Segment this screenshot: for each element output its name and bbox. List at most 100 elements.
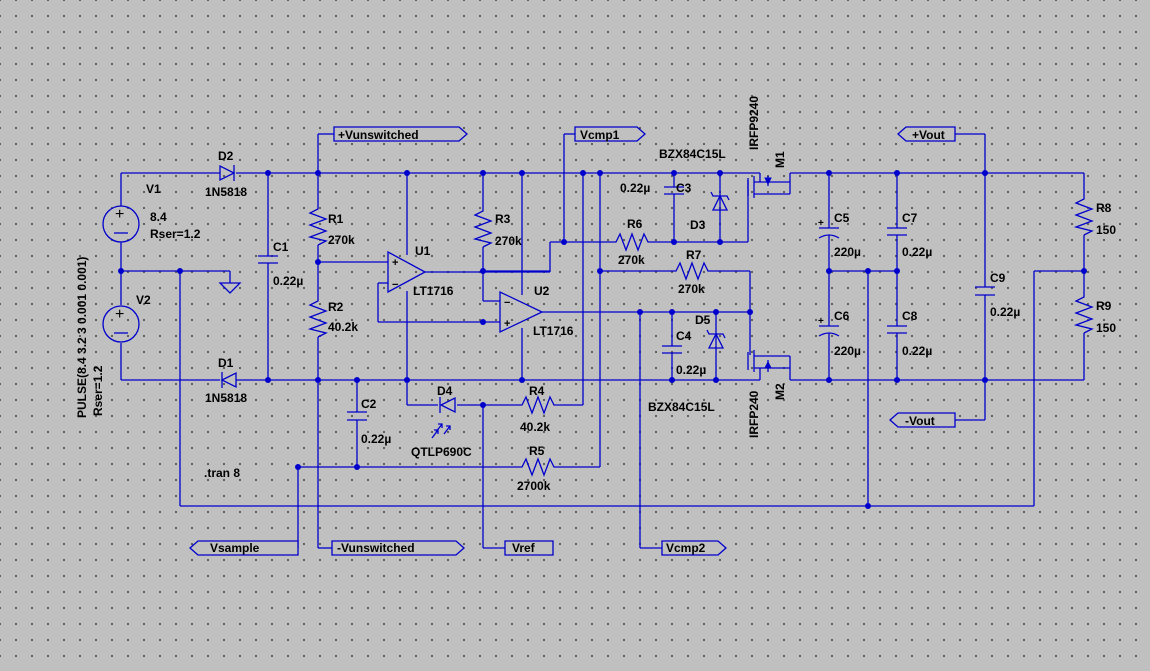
zener-d3[interactable]: D3 BZX84C15L — [659, 147, 730, 232]
netlabel-vsample[interactable]: Vsample — [189, 540, 299, 556]
mosfet-m2[interactable]: IRFP240 M2 — [747, 350, 791, 438]
r8-value: 150 — [1096, 223, 1116, 237]
netlabel-vout-pos[interactable]: +Vout — [897, 126, 956, 142]
netlabel-vcmp2[interactable]: Vcmp2 — [661, 540, 727, 556]
v2-ref: V2 — [136, 293, 151, 307]
netlabel-vcmp1[interactable]: Vcmp1 — [574, 126, 646, 142]
capacitor-c4[interactable]: C4 0.22µ — [662, 329, 706, 377]
r1-value: 270k — [328, 233, 355, 247]
opamp-u2[interactable]: − + U2 LT1716 — [499, 284, 574, 338]
spice-directive[interactable]: .tran 8 — [204, 466, 240, 480]
svg-text:+: + — [504, 318, 510, 330]
diode-d2[interactable]: D2 1N5818 — [205, 149, 247, 199]
resistor-r4[interactable]: R4 40.2k — [518, 384, 558, 434]
d3-ref: D3 — [690, 218, 706, 232]
d5-ref: D5 — [695, 313, 711, 327]
r7-ref: R7 — [686, 248, 702, 262]
d4-ref: D4 — [437, 384, 453, 398]
r2-ref: R2 — [328, 300, 344, 314]
d3-value: BZX84C15L — [659, 147, 726, 161]
d2-ref: D2 — [218, 149, 234, 163]
c1-value: 0.22µ — [273, 274, 303, 288]
resistor-r5[interactable]: R5 2700k — [517, 444, 558, 493]
resistor-r8[interactable]: R8 150 — [1073, 195, 1116, 237]
v2-rser: Rser=1.2 — [91, 365, 105, 416]
r2-value: 40.2k — [328, 320, 358, 334]
r6-ref: R6 — [627, 217, 643, 231]
c3-value: 0.22µ — [620, 181, 650, 195]
d2-value: 1N5818 — [205, 185, 247, 199]
resistor-r1[interactable]: R1 270k — [307, 205, 355, 247]
opamp-u1[interactable]: + − U1 LT1716 — [387, 244, 454, 298]
netlabel-vout-pos-text: +Vout — [912, 128, 945, 142]
svg-text:−: − — [504, 297, 510, 309]
c3-ref: C3 — [676, 181, 692, 195]
v1-rser: Rser=1.2 — [150, 227, 201, 241]
zener-d5[interactable]: D5 BZX84C15L — [648, 313, 726, 414]
capacitor-c2[interactable]: C2 0.22µ — [347, 397, 391, 446]
netlabel-vcmp2-text: Vcmp2 — [666, 541, 706, 555]
voltage-source-v1[interactable]: + V1 8.4 Rser=1.2 — [102, 182, 201, 243]
r9-value: 150 — [1096, 321, 1116, 335]
resistor-r9[interactable]: R9 150 — [1073, 293, 1116, 335]
m2-ref: M2 — [773, 383, 787, 400]
netlabel-vout-neg[interactable]: -Vout — [889, 412, 956, 428]
u2-ref: U2 — [534, 284, 550, 298]
r5-value: 2700k — [517, 479, 551, 493]
c8-ref: C8 — [902, 309, 918, 323]
r6-value: 270k — [618, 253, 645, 267]
c2-value: 0.22µ — [361, 432, 391, 446]
netlabel-vcmp1-text: Vcmp1 — [580, 128, 620, 142]
r8-ref: R8 — [1096, 201, 1112, 215]
svg-text:+: + — [115, 206, 124, 223]
capacitor-c9[interactable]: C9 0.22µ — [975, 271, 1020, 319]
c5-ref: C5 — [834, 211, 850, 225]
c6-value: 220µ — [834, 344, 861, 358]
u1-ref: U1 — [415, 244, 431, 258]
resistor-r3[interactable]: R3 270k — [472, 207, 522, 248]
svg-text:−: − — [392, 279, 398, 291]
m1-ref: M1 — [773, 151, 787, 168]
capacitor-c1[interactable]: C1 0.22µ — [258, 240, 303, 288]
diode-d1[interactable]: D1 1N5818 — [205, 356, 247, 405]
c1-ref: C1 — [273, 240, 289, 254]
r3-value: 270k — [495, 234, 522, 248]
resistor-r2[interactable]: R2 40.2k — [307, 297, 358, 338]
capacitor-c8[interactable]: C8 0.22µ — [887, 309, 932, 358]
d4-value: QTLP690C — [411, 445, 472, 459]
u2-value: LT1716 — [533, 324, 574, 338]
mosfet-m1[interactable]: IRFP9240 M1 — [747, 96, 791, 198]
d1-value: 1N5818 — [205, 391, 247, 405]
svg-text:+: + — [115, 306, 124, 323]
netlabel-vunswitched-top[interactable]: +Vunswitched — [317, 126, 468, 142]
c6-ref: C6 — [834, 309, 850, 323]
r5-ref: R5 — [529, 444, 545, 458]
netlabel-vunswitched-top-text: +Vunswitched — [338, 128, 419, 142]
v2-value: PULSE(8.4 3.2 3 0.001 0.001) — [75, 257, 89, 418]
c4-value: 0.22µ — [676, 363, 706, 377]
c7-ref: C7 — [902, 211, 918, 225]
r4-ref: R4 — [529, 384, 545, 398]
svg-text:+: + — [818, 218, 824, 229]
netlabel-vunswitched-bottom[interactable]: -Vunswitched — [331, 540, 465, 556]
netlabel-vout-neg-text: -Vout — [905, 414, 935, 428]
m1-value: IRFP9240 — [747, 96, 761, 150]
netlabel-vref-text: Vref — [512, 541, 536, 555]
capacitor-c6[interactable]: + C6 220µ — [818, 309, 861, 358]
capacitor-c7[interactable]: C7 0.22µ — [887, 211, 932, 259]
led-d4[interactable]: D4 QTLP690C — [411, 384, 472, 459]
svg-text:+: + — [818, 316, 824, 327]
r1-ref: R1 — [328, 212, 344, 226]
resistor-r7[interactable]: R7 270k — [672, 248, 712, 296]
c7-value: 0.22µ — [902, 245, 932, 259]
capacitor-c5[interactable]: + C5 220µ — [818, 211, 861, 259]
capacitor-c3[interactable]: C3 0.22µ — [620, 181, 692, 195]
c5-value: 220µ — [834, 245, 861, 259]
netlabel-vref[interactable]: Vref — [504, 540, 554, 556]
voltage-source-v2[interactable]: + V2 PULSE(8.4 3.2 3 0.001 0.001) Rser=1… — [75, 257, 151, 418]
d1-ref: D1 — [218, 356, 234, 370]
c4-ref: C4 — [676, 329, 692, 343]
ground-symbol — [218, 282, 242, 294]
resistor-r6[interactable]: R6 270k — [612, 217, 652, 267]
